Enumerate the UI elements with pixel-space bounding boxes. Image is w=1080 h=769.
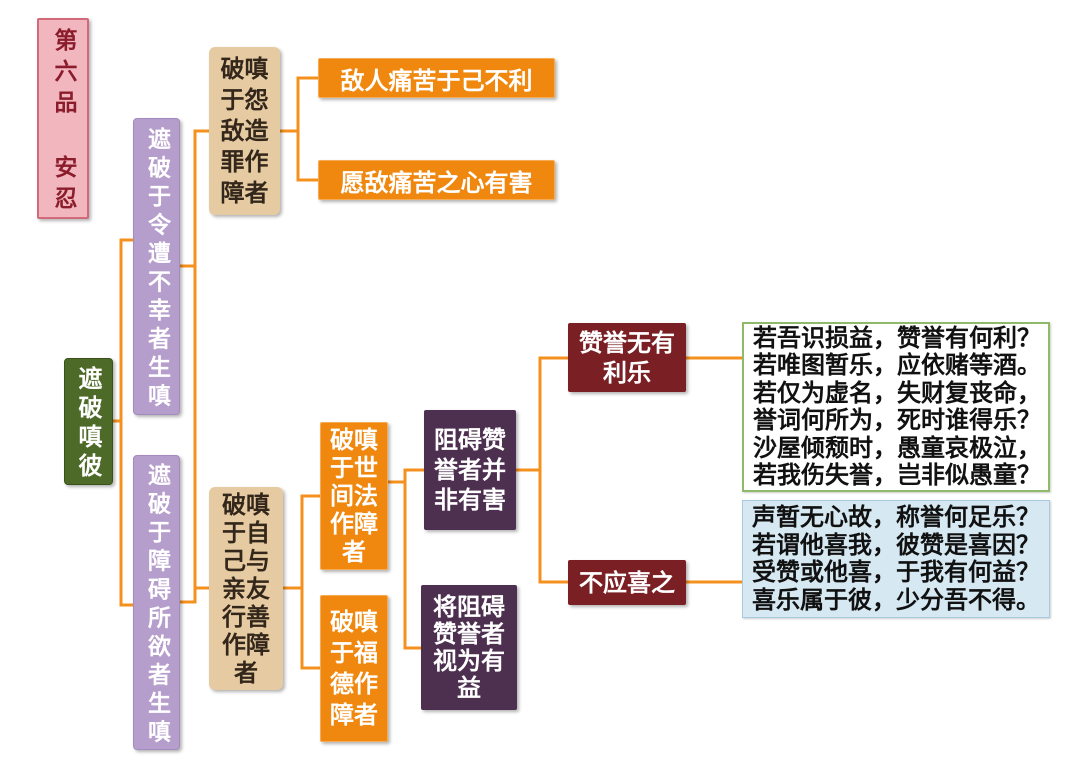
verse-box-1: 若吾识损益，赞誉有何利？ 若唯图暂乐，应依赌等酒。 若仅为虚名，失财复丧命， 誉… (742, 322, 1050, 492)
branch-node-1: 遮破于令遭不幸者生嗔 (133, 118, 180, 415)
chapter-title-box: 第六品 安忍 (37, 18, 89, 219)
subbranch-node-2: 破嗔于自己与亲友行善作障者 (209, 487, 283, 690)
subtopic-node-1: 破嗔于世间法作障者 (320, 422, 388, 570)
subpoint-node-label: 不应喜之 (578, 568, 675, 597)
subtopic-node-label: 破嗔于福德作障者 (329, 607, 378, 729)
verse-box-2: 声暂无心故，称誉何足乐？ 若谓他喜我，彼赞是喜因？ 受赞或他喜，于我有何益？ 喜… (742, 500, 1050, 618)
root-node: 遮破嗔彼 (64, 358, 113, 485)
subpoint-node-label: 赞誉无有利乐 (578, 328, 675, 387)
subbranch-node-label: 破嗔于自己与亲友行善作障者 (221, 490, 270, 687)
verse-line: 声暂无心故，称誉何足乐？ (752, 503, 1040, 531)
connector-subbranch-1-to-leaves (278, 76, 320, 182)
branch-node-label: 遮破于令遭不幸者生嗔 (143, 126, 170, 412)
connector-branches-to-subbranches (178, 129, 211, 604)
subtopic-node-2: 破嗔于福德作障者 (320, 595, 388, 742)
subbranch-node-label: 破嗔于怨敌造罪作障者 (220, 54, 269, 207)
subpoint-node-1: 赞誉无有利乐 (568, 323, 686, 392)
verse-line: 若谓他喜我，彼赞是喜因？ (752, 530, 1040, 559)
connector-subbranch-2-to-subtopics (281, 494, 322, 670)
point-node-1: 阻碍赞誉者并非有害 (424, 410, 516, 530)
verse-line: 受赞或他喜，于我有何益？ (752, 558, 1040, 586)
verse-line: 若唯图暂乐，应依赌等酒。 (753, 351, 1041, 379)
verse-line: 沙屋倾颓时，愚童哀极泣， (753, 433, 1041, 462)
point-node-label: 将阻碍赞誉者视为有益 (432, 592, 505, 702)
point-node-label: 阻碍赞誉者并非有害 (433, 426, 506, 514)
root-node-label: 遮破嗔彼 (74, 366, 102, 482)
verse-line: 若仅为虚名，失财复丧命， (753, 378, 1041, 407)
leaf-node-1: 敌人痛苦于己不利 (318, 58, 555, 98)
subtopic-node-label: 破嗔于世间法作障者 (329, 426, 378, 566)
branch-node-2: 遮破于障碍所欲者生嗔 (133, 455, 180, 750)
verse-line: 若吾识损益，赞誉有何利？ (753, 323, 1041, 352)
leaf-node-label: 愿敌痛苦之心有害 (340, 168, 533, 197)
connector-subpoints-to-verses (684, 356, 744, 584)
leaf-node-2: 愿敌痛苦之心有害 (318, 160, 555, 200)
verse-line: 喜乐属于彼，少分吾不得。 (752, 585, 1040, 614)
connector-subtopic-1-to-points (386, 468, 426, 650)
verse-line: 若我伤失誉，岂非似愚童？ (753, 461, 1041, 489)
leaf-node-label: 敌人痛苦于己不利 (340, 66, 533, 95)
connector-root-to-branches (111, 238, 135, 607)
subpoint-node-2: 不应喜之 (568, 560, 686, 605)
branch-node-label: 遮破于障碍所欲者生嗔 (143, 462, 170, 748)
point-node-2: 将阻碍赞誉者视为有益 (421, 585, 517, 710)
subbranch-node-1: 破嗔于怨敌造罪作障者 (209, 47, 280, 215)
connector-point-1-to-subpoints (514, 356, 570, 584)
chapter-title: 第六品 安忍 (50, 28, 76, 217)
verse-line: 誉词何所为，死时谁得乐？ (753, 406, 1041, 434)
